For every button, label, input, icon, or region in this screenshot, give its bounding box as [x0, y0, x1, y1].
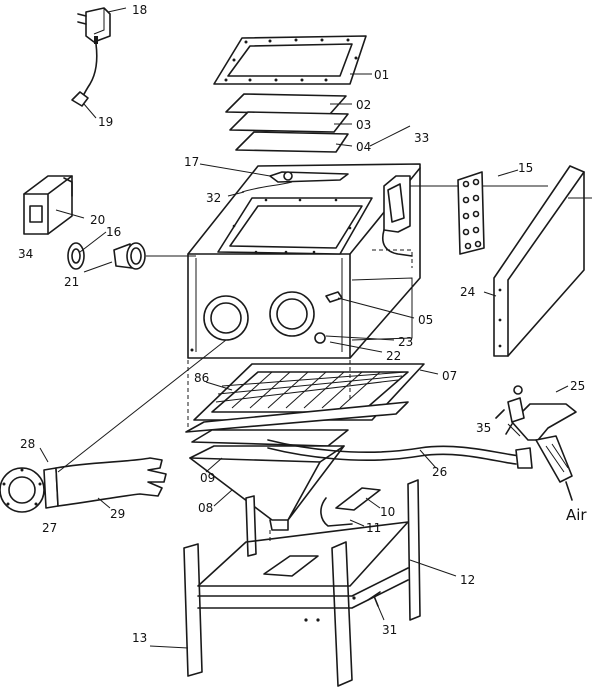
label-07: 07	[442, 369, 457, 383]
label-12: 12	[460, 573, 475, 587]
fitting-05	[325, 291, 343, 303]
cabinet-window	[217, 197, 373, 255]
glove-ring-27	[0, 467, 45, 513]
power-adapter	[77, 7, 111, 44]
label-16: 16	[106, 225, 121, 239]
stand-12-13	[183, 479, 421, 687]
gasket-02	[225, 93, 347, 115]
label-15: 15	[518, 161, 533, 175]
label-03: 03	[356, 118, 371, 132]
label-34: 34	[18, 247, 33, 261]
label-28: 28	[20, 437, 35, 451]
gasket-09	[191, 429, 349, 447]
label-26: 26	[432, 465, 447, 479]
glass-03	[229, 111, 349, 133]
gasket-07	[185, 401, 409, 433]
bracket-10	[335, 487, 381, 511]
label-08: 08	[198, 501, 213, 515]
switch-box-33	[382, 175, 413, 257]
bolt-31	[367, 591, 381, 607]
hopper-08	[189, 445, 345, 531]
side-door-24	[493, 165, 585, 357]
label-33: 33	[414, 131, 429, 145]
label-23: 23	[398, 335, 413, 349]
light-wire-32	[241, 181, 293, 193]
glove-29	[55, 457, 167, 507]
label-32: 32	[206, 191, 221, 205]
label-35: 35	[476, 421, 491, 435]
vacuum-box-34	[23, 175, 73, 235]
label-31: 31	[382, 623, 397, 637]
window-frame-01	[213, 35, 367, 85]
label-05: 05	[418, 313, 433, 327]
filter-plate-15	[457, 171, 485, 255]
hose-26	[267, 439, 521, 457]
label-21: 21	[64, 275, 79, 289]
label-01: 01	[374, 68, 389, 82]
label-02: 02	[356, 98, 371, 112]
fitting-23	[314, 332, 326, 344]
hose-connector-16	[67, 242, 85, 270]
label-09: 09	[200, 471, 215, 485]
label-17: 17	[184, 155, 199, 169]
power-cord	[81, 43, 98, 99]
label-86: 86	[194, 371, 209, 385]
label-22: 22	[386, 349, 401, 363]
label-24: 24	[460, 285, 475, 299]
hose-connector-21	[113, 242, 146, 270]
label-11: 11	[366, 521, 381, 535]
glove-port-right	[269, 291, 315, 337]
label-25: 25	[570, 379, 585, 393]
air-label: Air	[566, 506, 587, 524]
bracket-11	[320, 497, 353, 527]
gasket-04	[235, 131, 349, 153]
label-27: 27	[42, 521, 57, 535]
label-18: 18	[132, 3, 147, 17]
light-tube-17	[269, 171, 349, 183]
label-20: 20	[90, 213, 105, 227]
power-plug	[71, 91, 89, 107]
glove-port-left	[203, 295, 249, 341]
label-13: 13	[132, 631, 147, 645]
label-10: 10	[380, 505, 395, 519]
label-19: 19	[98, 115, 113, 129]
label-04: 04	[356, 140, 371, 154]
spray-gun-25	[495, 385, 577, 501]
label-29: 29	[110, 507, 125, 521]
